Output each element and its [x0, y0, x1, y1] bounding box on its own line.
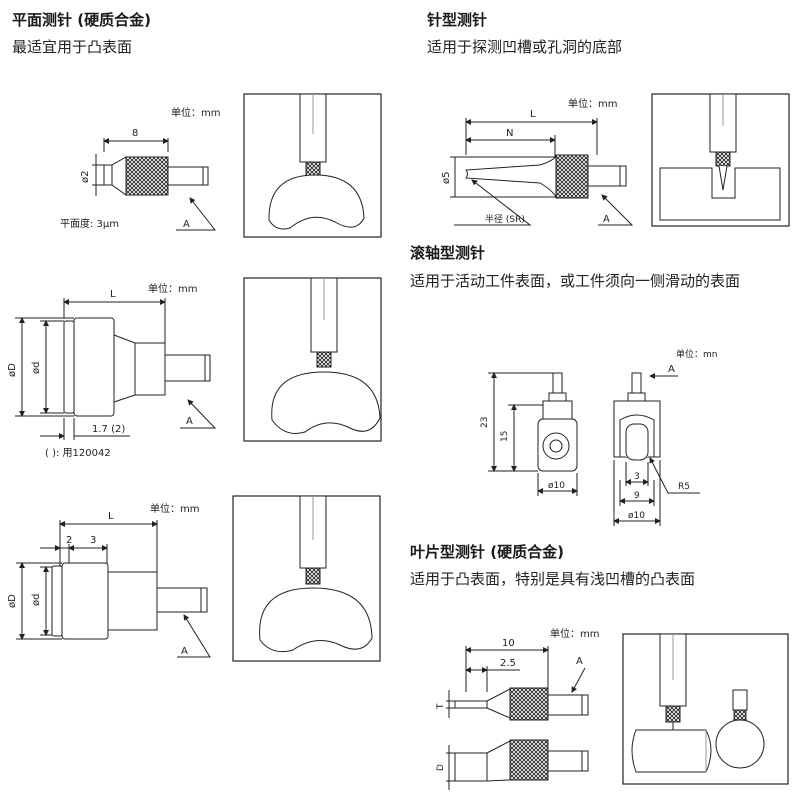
third-dim-D: øD	[7, 594, 18, 608]
flat-flatness: 平面度: 3μm	[60, 217, 119, 230]
roller-unit-right: 单位：mn	[676, 348, 717, 360]
roller-dim-9: 9	[634, 491, 640, 501]
third-arrow-a: A	[181, 646, 188, 657]
third-unit-label: 单位：mm	[150, 502, 199, 515]
third-dim-d: ød	[31, 594, 42, 606]
third-contact-drawing	[16, 495, 381, 662]
flat-contact-title: 平面测针 (硬质合金)	[12, 11, 151, 29]
blade-dim-T: T	[436, 703, 446, 710]
third-dim-2: 2	[66, 535, 72, 546]
roller-dim-17: 1.7 (2)	[92, 424, 125, 435]
needle-dim-N: N	[506, 128, 513, 139]
roller-dim-15: 15	[500, 431, 510, 442]
roller-contact-desc: 适用于活动工件表面，或工件须向一侧滑动的表面	[410, 272, 741, 290]
blade-contact-title: 叶片型测针 (硬质合金)	[410, 543, 564, 561]
blade-contact-drawing	[446, 633, 789, 790]
needle-arrow-a: A	[603, 214, 610, 225]
blade-contact-desc: 适用于凸表面，特别是具有浅凹槽的凸表面	[410, 570, 696, 588]
flat-contact-drawing	[92, 93, 382, 238]
flat-unit-label: 单位：mm	[171, 106, 220, 119]
blade-dim-25: 2.5	[500, 658, 516, 669]
roller-dim-r5: R5	[678, 482, 690, 492]
roller-dim-D: øD	[7, 363, 18, 377]
needle-contact-title: 针型测针	[427, 11, 488, 29]
third-dim-3: 3	[90, 535, 96, 546]
blade-dim-D: D	[436, 764, 446, 771]
drawing-labels: 单位：mm 8 ø2 平面度: 3μm A 单位：mm L N ø5 半径 (S…	[7, 97, 717, 771]
flat-dim-8: 8	[132, 128, 138, 139]
flat-arrow-a: A	[183, 219, 190, 230]
flat-dim-dia: ø2	[80, 171, 91, 183]
roller-dim-L: L	[110, 289, 116, 300]
roller-unit-left: 单位：mm	[148, 282, 197, 295]
blade-dim-10: 10	[502, 638, 515, 649]
roller-contact-title: 滚轴型测针	[410, 244, 486, 262]
flat-contact-desc: 最适宜用于凸表面	[12, 38, 133, 56]
roller-contact-drawing-left	[15, 277, 382, 442]
roller-dim-3: 3	[634, 472, 640, 482]
needle-dim-L: L	[530, 109, 536, 120]
roller-contact-drawing-right	[488, 372, 700, 526]
roller-dim-10b: ø10	[628, 511, 645, 521]
roller-dim-10a: ø10	[548, 481, 565, 491]
blade-unit-label: 单位：mm	[550, 627, 599, 640]
roller-arrow-a: A	[186, 416, 193, 427]
needle-dim-dia: ø5	[441, 172, 452, 184]
needle-contact-drawing	[450, 93, 790, 227]
blade-arrow-a: A	[576, 656, 583, 667]
needle-radius: 半径 (SR)	[485, 213, 525, 225]
needle-contact-desc: 适用于探测凹槽或孔洞的底部	[427, 38, 623, 56]
roller-arrow-a-right: A	[668, 364, 675, 375]
roller-note: ( ): 用120042	[45, 448, 111, 459]
third-dim-L: L	[108, 511, 114, 522]
roller-dim-23: 23	[480, 417, 490, 428]
needle-unit-label: 单位：mm	[568, 97, 617, 110]
roller-dim-d: ød	[31, 362, 42, 374]
